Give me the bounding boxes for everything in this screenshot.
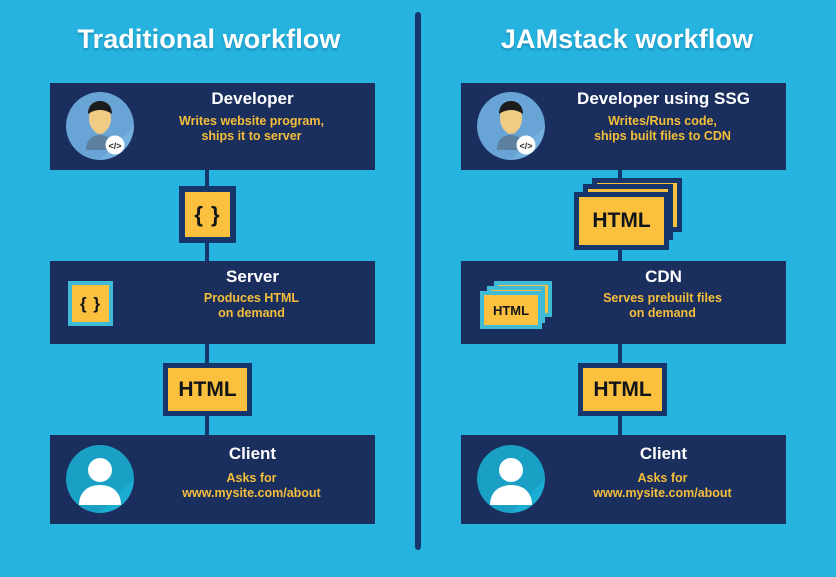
stage-subtitle-server: Produces HTML on demand [132, 291, 371, 321]
developer-avatar-icon: </> [477, 92, 545, 160]
svg-text:</>: </> [108, 141, 121, 151]
code-braces-icon: { } [68, 281, 113, 326]
stage-subtitle-line: on demand [629, 306, 696, 320]
stage-developer-ssg: </> Developer using SSG Writes/Runs code… [461, 83, 786, 170]
stage-client: Client Asks for www.mysite.com/about [461, 435, 786, 524]
stage-subtitle-line: www.mysite.com/about [593, 486, 732, 500]
html-stack-icon-layer-front: HTML [480, 291, 542, 329]
stage-subtitle-client: Asks for www.mysite.com/about [132, 471, 371, 501]
html-stack-icon: HTML [480, 281, 555, 329]
stage-subtitle-line: www.mysite.com/about [182, 486, 321, 500]
client-avatar-icon [477, 445, 545, 513]
column-traditional-workflow: Traditional workflow </> Developer Write… [50, 24, 375, 524]
stage-subtitle-cdn: Serves prebuilt files on demand [543, 291, 782, 321]
stage-title-developer-ssg: Developer using SSG [577, 89, 750, 108]
stage-title-client: Client [639, 444, 688, 463]
stage-subtitle-developer-ssg: Writes/Runs code, ships built files to C… [543, 114, 782, 144]
stage-title-server: Server [226, 267, 279, 286]
stage-subtitle-line: Asks for [226, 471, 277, 485]
column-title-jamstack: JAMstack workflow [500, 24, 754, 54]
stage-title-client: Client [228, 444, 277, 463]
html-artifact-tile: HTML [163, 363, 252, 416]
html-stack-artifact: HTML [574, 178, 682, 250]
stage-subtitle-line: Writes website program, [179, 114, 324, 128]
stage-subtitle-line: ships built files to CDN [594, 129, 731, 143]
svg-text:</>: </> [519, 141, 532, 151]
stage-subtitle-line: ships it to server [201, 129, 302, 143]
stage-subtitle-developer: Writes website program, ships it to serv… [132, 114, 371, 144]
stage-client: Client Asks for www.mysite.com/about [50, 435, 375, 524]
developer-avatar-icon: </> [66, 92, 134, 160]
code-artifact-tile: { } [179, 186, 236, 243]
stage-title-cdn: CDN [645, 267, 682, 286]
column-title-traditional: Traditional workflow [77, 24, 341, 54]
stage-subtitle-client: Asks for www.mysite.com/about [543, 471, 782, 501]
stage-developer: </> Developer Writes website program, sh… [50, 83, 375, 170]
stage-subtitle-line: Produces HTML [203, 291, 300, 305]
stage-title-developer: Developer [211, 89, 294, 108]
stage-subtitle-line: Writes/Runs code, [608, 114, 717, 128]
html-artifact-tile: HTML [578, 363, 667, 416]
stage-subtitle-line: Serves prebuilt files [603, 291, 722, 305]
client-avatar-icon [66, 445, 134, 513]
html-stack-layer-front: HTML [574, 192, 669, 250]
column-divider [415, 12, 421, 550]
stage-subtitle-line: Asks for [637, 471, 688, 485]
stage-subtitle-line: on demand [218, 306, 285, 320]
